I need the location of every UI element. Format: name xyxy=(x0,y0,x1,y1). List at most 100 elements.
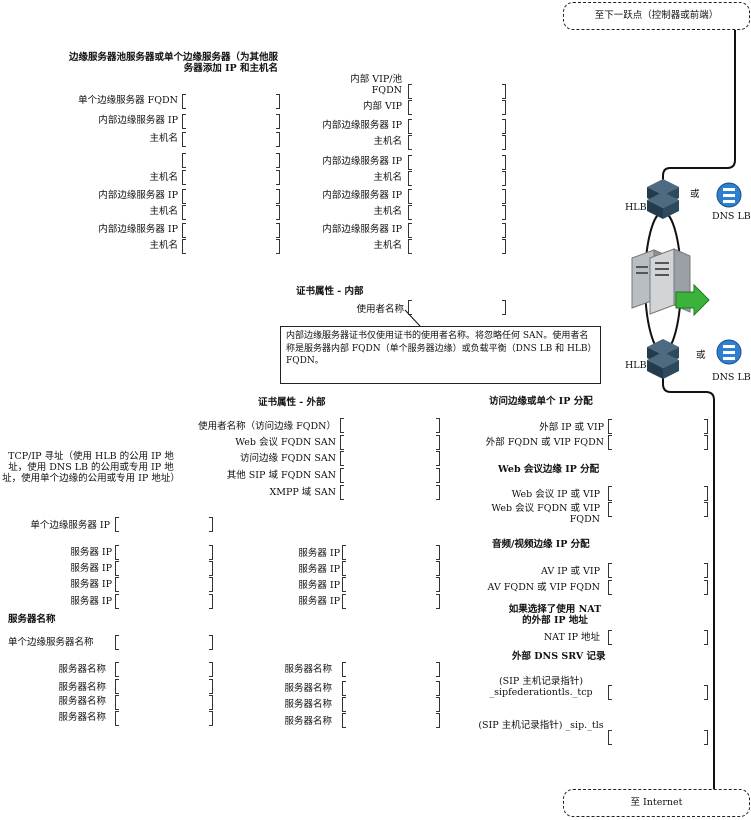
server-names-single-label: 单个边缘服务器名称 xyxy=(8,637,94,648)
cert-ext-access-label: 访问边缘 FQDN SAN xyxy=(239,453,336,464)
tcpip-ip-label-8: 服务器 IP xyxy=(298,596,340,607)
pool-right-vip-field[interactable] xyxy=(408,100,506,115)
nat-heading: 如果选择了使用 NAT 的外部 IP 地址 xyxy=(508,604,602,626)
tcpip-ip-label-3: 服务器 IP xyxy=(70,579,112,590)
pool-right-vipfqdn-field[interactable] xyxy=(408,84,506,99)
pool-left-host1-field[interactable] xyxy=(182,132,280,147)
web-edge-ip-field[interactable] xyxy=(608,486,708,501)
server-name-field-1[interactable] xyxy=(115,662,213,677)
tcpip-ip-field-3[interactable] xyxy=(115,577,213,592)
hlb-label-top: HLB xyxy=(625,202,647,213)
tcpip-ip-field-7[interactable] xyxy=(342,577,440,592)
server-name-label-5: 服务器名称 xyxy=(284,664,332,675)
cert-internal-subject-field[interactable] xyxy=(408,300,506,315)
tcpip-ip-label-7: 服务器 IP xyxy=(298,580,340,591)
access-edge-fqdn-label: 外部 FQDN 或 VIP FQDN xyxy=(485,437,604,448)
tcpip-ip-field-4[interactable] xyxy=(115,594,213,609)
srv-heading: 外部 DNS SRV 记录 xyxy=(512,651,606,662)
dnslb-label-top: DNS LB xyxy=(712,211,751,222)
tcpip-ip-label-1: 服务器 IP xyxy=(70,547,112,558)
av-edge-ip-label: AV IP 或 VIP xyxy=(541,566,600,577)
access-edge-heading: 访问边缘或单个 IP 分配 xyxy=(489,396,593,407)
tcpip-ip-field-5[interactable] xyxy=(342,545,440,560)
server-name-field-7[interactable] xyxy=(342,697,440,712)
server-name-label-3: 服务器名称 xyxy=(58,696,106,707)
cert-ext-sip-label: 其他 SIP 域 FQDN SAN xyxy=(226,470,336,481)
pool-left-ip3-label: 内部边缘服务器 IP xyxy=(98,224,178,235)
cert-ext-xmpp-field[interactable] xyxy=(340,485,440,500)
server-name-label-1: 服务器名称 xyxy=(58,664,106,675)
server-name-label-2: 服务器名称 xyxy=(58,682,106,693)
pool-left-blank-field[interactable] xyxy=(182,153,280,168)
cert-ext-web-field[interactable] xyxy=(340,435,440,450)
pool-left-ip2-label: 内部边缘服务器 IP xyxy=(98,190,178,201)
tcpip-ip-field-8[interactable] xyxy=(342,594,440,609)
server-name-label-4: 服务器名称 xyxy=(58,712,106,723)
pool-right-ip2-label: 内部边缘服务器 IP xyxy=(322,156,402,167)
server-name-field-8[interactable] xyxy=(342,713,440,728)
server-name-label-6: 服务器名称 xyxy=(284,683,332,694)
pool-left-host1-label: 主机名 xyxy=(149,133,178,144)
pool-right-host4-field[interactable] xyxy=(408,239,506,254)
server-name-field-4[interactable] xyxy=(115,711,213,726)
tcpip-single-field[interactable] xyxy=(115,517,213,532)
server-name-field-5[interactable] xyxy=(342,662,440,677)
cert-ext-sip-field[interactable] xyxy=(340,468,440,483)
server-name-field-2[interactable] xyxy=(115,679,213,694)
pool-left-host4-label: 主机名 xyxy=(149,240,178,251)
pool-left-fqdn-field[interactable] xyxy=(182,94,280,109)
server-name-field-6[interactable] xyxy=(342,681,440,696)
cert-ext-subject-field[interactable] xyxy=(340,418,440,433)
server-names-single-field[interactable] xyxy=(115,635,213,650)
tcpip-heading: TCP/IP 寻址（使用 HLB 的公用 IP 地址，使用 DNS LB 的公用… xyxy=(2,451,180,484)
pool-left-ip2-field[interactable] xyxy=(182,189,280,204)
pool-right-ip3-field[interactable] xyxy=(408,189,506,204)
cert-internal-subject-label: 使用者名称 xyxy=(356,304,404,315)
av-edge-fqdn-label: AV FQDN 或 VIP FQDN xyxy=(487,582,600,593)
tcpip-ip-field-6[interactable] xyxy=(342,561,440,576)
pool-right-ip2-field[interactable] xyxy=(408,155,506,170)
server-name-label-7: 服务器名称 xyxy=(284,699,332,710)
cert-ext-web-label: Web 会议 FQDN SAN xyxy=(235,437,336,448)
tcpip-ip-field-2[interactable] xyxy=(115,561,213,576)
hlb-label-bottom: HLB xyxy=(625,360,647,371)
pool-left-host3-field[interactable] xyxy=(182,205,280,220)
access-edge-ip-label: 外部 IP 或 VIP xyxy=(539,422,604,433)
pool-right-ip4-field[interactable] xyxy=(408,223,506,238)
access-edge-fqdn-field[interactable] xyxy=(608,435,708,450)
pool-left-ip1-field[interactable] xyxy=(182,114,280,129)
srv-record1-field[interactable] xyxy=(608,685,708,700)
tcpip-ip-label-4: 服务器 IP xyxy=(70,596,112,607)
srv-record1-label: (SIP 主机记录指针) _sipfederationtls._tcp xyxy=(489,676,593,698)
av-edge-ip-field[interactable] xyxy=(608,563,708,578)
pool-right-host4-label: 主机名 xyxy=(373,240,402,251)
web-edge-fqdn-field[interactable] xyxy=(608,502,708,517)
network-line-top xyxy=(662,30,736,190)
dnslb-label-bottom: DNS LB xyxy=(712,372,751,383)
pool-right-ip3-label: 内部边缘服务器 IP xyxy=(322,190,402,201)
pool-right-host2-label: 主机名 xyxy=(373,172,402,183)
av-edge-fqdn-field[interactable] xyxy=(608,580,708,595)
server-name-label-8: 服务器名称 xyxy=(284,716,332,727)
access-edge-ip-field[interactable] xyxy=(608,419,708,434)
pool-right-host2-field[interactable] xyxy=(408,171,506,186)
dns-lb-top-icon xyxy=(716,182,742,208)
server-name-field-3[interactable] xyxy=(115,695,213,710)
pool-left-ip3-field[interactable] xyxy=(182,223,280,238)
cert-external-title: 证书属性 - 外部 xyxy=(258,397,326,408)
pool-right-host1-field[interactable] xyxy=(408,135,506,150)
nat-ip-field[interactable] xyxy=(608,630,708,645)
pool-right-ip1-field[interactable] xyxy=(408,119,506,134)
web-edge-ip-label: Web 会议 IP 或 VIP xyxy=(511,489,600,500)
cert-ext-access-field[interactable] xyxy=(340,451,440,466)
server-names-heading: 服务器名称 xyxy=(8,614,56,625)
or-label-top: 或 xyxy=(690,189,700,200)
green-arrow-icon xyxy=(675,283,710,317)
srv-record2-field[interactable] xyxy=(608,730,708,745)
pool-left-host2-field[interactable] xyxy=(182,170,280,185)
pool-left-ip1-label: 内部边缘服务器 IP xyxy=(98,115,178,126)
tcpip-ip-field-1[interactable] xyxy=(115,545,213,560)
pool-left-host4-field[interactable] xyxy=(182,239,280,254)
pool-right-host3-field[interactable] xyxy=(408,205,506,220)
